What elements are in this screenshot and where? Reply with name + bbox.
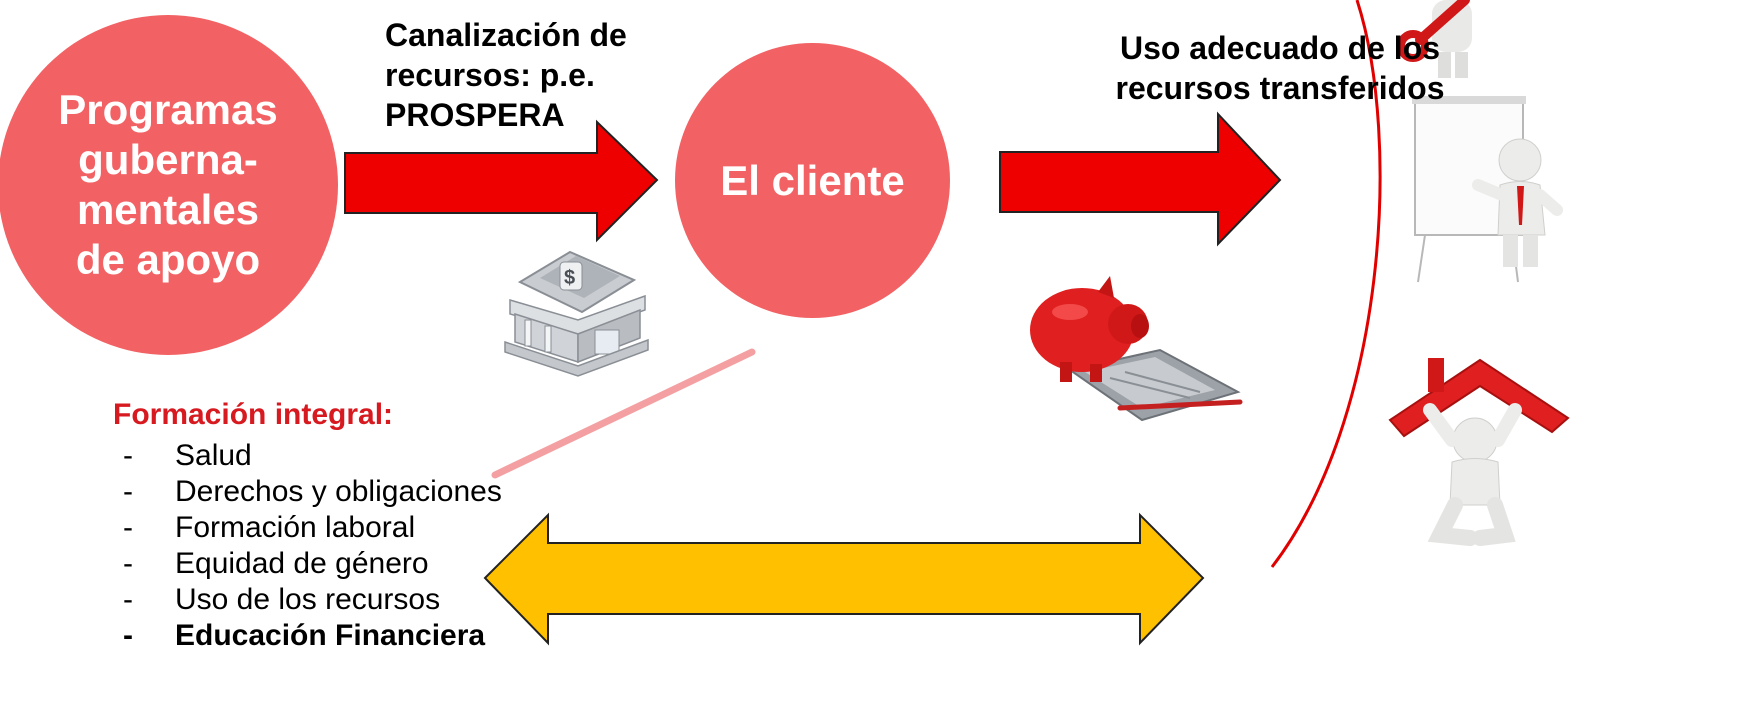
impacto-label: Impacto bbox=[935, 615, 1075, 656]
formacion-list: -Salud -Derechos y obligaciones -Formaci… bbox=[113, 438, 502, 654]
connector-line bbox=[491, 348, 756, 479]
canalizacion-label: Canalización de recursos: p.e. PROSPERA bbox=[385, 17, 627, 133]
person-house-icon bbox=[1388, 358, 1570, 546]
uso-arrow bbox=[999, 111, 1282, 247]
svg-text:$: $ bbox=[564, 267, 575, 289]
person-wrench-icon bbox=[1397, 0, 1472, 78]
list-item: -Equidad de género bbox=[123, 547, 429, 580]
formacion-title: Formación integral: bbox=[113, 398, 394, 431]
cliente-circle: El cliente bbox=[675, 43, 950, 318]
programas-label: Programas guberna- mentales de apoyo bbox=[58, 86, 278, 283]
uso-adecuado-label: Uso adecuado de los recursos transferido… bbox=[1115, 30, 1445, 106]
bracket-curve bbox=[1270, 0, 1382, 568]
bank-icon: $ bbox=[504, 250, 649, 377]
canalizacion-arrow bbox=[344, 119, 659, 243]
list-item: -Uso de los recursos bbox=[123, 583, 441, 616]
person-whiteboard-icon bbox=[1412, 96, 1563, 283]
impacto-arrow bbox=[483, 512, 1205, 646]
list-item: -Salud bbox=[123, 439, 252, 472]
list-item: -Formación laboral bbox=[123, 511, 416, 544]
list-item: -Derechos y obligaciones bbox=[123, 475, 502, 508]
cliente-label: El cliente bbox=[720, 156, 905, 204]
list-item: -Educación Financiera bbox=[123, 619, 486, 652]
programas-circle: Programas guberna- mentales de apoyo bbox=[0, 15, 338, 355]
piggy-bank-calculator-icon bbox=[1030, 276, 1243, 422]
